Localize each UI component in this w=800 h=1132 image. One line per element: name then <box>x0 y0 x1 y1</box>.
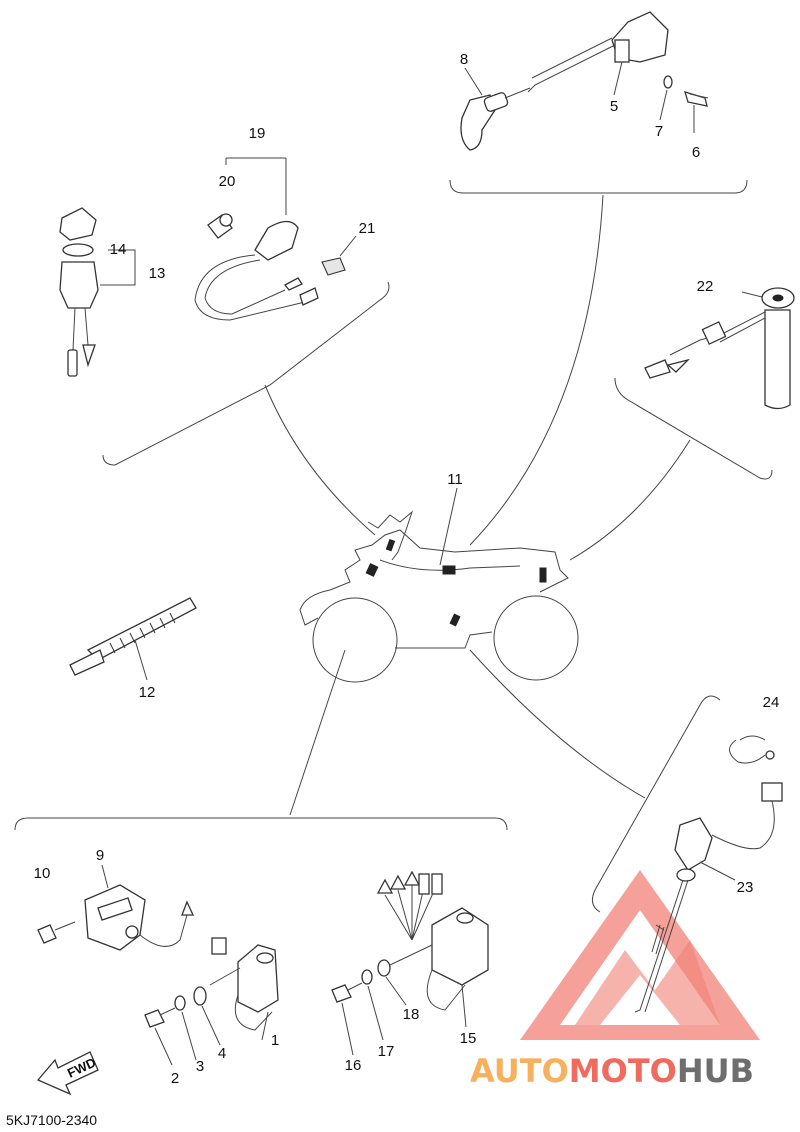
sensor-assembly <box>644 287 795 410</box>
callout-22: 22 <box>697 278 714 295</box>
watermark-moto: MOTO <box>569 1052 677 1090</box>
cable-band <box>69 597 197 681</box>
callout-16: 16 <box>345 1057 362 1074</box>
watermark-logo <box>520 870 760 1040</box>
svg-text:AUTOMOTOHUB: AUTOMOTOHUB <box>470 1052 754 1090</box>
callout-24: 24 <box>763 694 780 711</box>
callout-13: 13 <box>149 265 166 282</box>
ignition-coil-assembly <box>460 11 709 151</box>
main-switch-assembly <box>59 207 136 377</box>
callout-1: 1 <box>271 1032 279 1049</box>
callout-23: 23 <box>737 879 754 896</box>
watermark-auto: AUTO <box>470 1052 569 1090</box>
callout-17: 17 <box>378 1043 395 1060</box>
leader-lines <box>264 194 691 816</box>
callout-15: 15 <box>460 1030 477 1047</box>
lighting-relay-assembly <box>331 870 489 1011</box>
watermark-text: AUTOMOTOHUB <box>470 1052 754 1090</box>
callout-numbers: 1 2 3 4 5 6 7 8 9 10 11 12 13 14 15 16 1… <box>34 51 780 1087</box>
callout-19: 19 <box>249 125 266 142</box>
diagram-code: 5KJ7100-2340 <box>6 1112 97 1128</box>
callout-11: 11 <box>447 471 463 488</box>
atv-outline <box>299 510 579 683</box>
watermark-hub: HUB <box>677 1052 754 1090</box>
callout-leaders <box>154 61 695 1066</box>
fwd-arrow: FWD <box>36 1051 99 1096</box>
callout-21: 21 <box>359 220 376 237</box>
spark-plug-cap-assembly <box>194 157 357 321</box>
callout-12: 12 <box>139 684 156 701</box>
callout-10: 10 <box>34 865 51 882</box>
cdi-unit-assembly <box>37 864 195 951</box>
callout-14: 14 <box>110 241 127 258</box>
callout-18: 18 <box>403 1006 420 1023</box>
callout-5: 5 <box>610 98 618 115</box>
callout-8: 8 <box>460 51 468 68</box>
callout-20: 20 <box>219 173 236 190</box>
callout-3: 3 <box>196 1058 204 1075</box>
callout-6: 6 <box>692 144 700 161</box>
rectifier-regulator-assembly <box>144 937 279 1031</box>
callout-4: 4 <box>218 1045 226 1062</box>
callout-7: 7 <box>655 123 663 140</box>
callout-9: 9 <box>96 847 104 864</box>
callout-2: 2 <box>171 1070 179 1087</box>
neutral-switch-assembly <box>634 735 783 1013</box>
group-brackets <box>14 179 773 913</box>
